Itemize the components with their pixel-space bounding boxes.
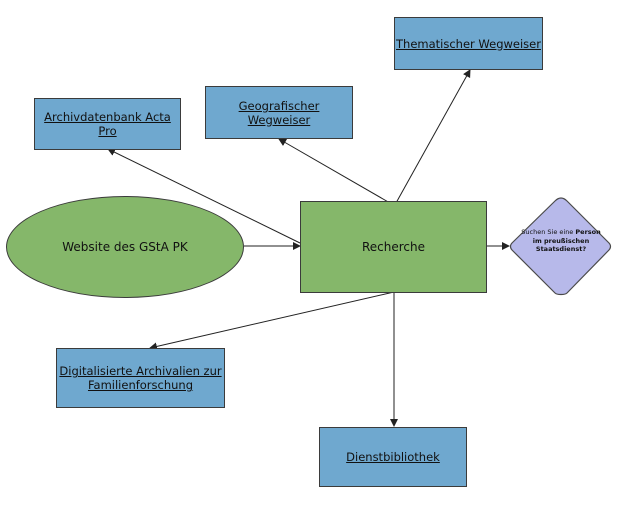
digital-line-2: Familienforschung — [87, 378, 194, 392]
edge-recherche-to-thematic — [395, 69, 471, 204]
edge-recherche-to-geo — [278, 138, 391, 204]
recherche-label: Recherche — [361, 240, 426, 254]
question-part-1: Suchen Sie eine — [521, 228, 576, 236]
digital-link[interactable]: Digitalisierte Archivalien zur Familienf… — [59, 364, 221, 392]
question-text: Suchen Sie eine Person im preußischen St… — [514, 228, 608, 254]
geo-box: Geografischer Wegweiser — [205, 86, 353, 139]
edge-recherche-to-digital — [149, 291, 395, 351]
acta-pro-box: Archivdatenbank Acta Pro — [34, 98, 181, 150]
question-part-2: Person — [575, 228, 601, 236]
geo-link[interactable]: Geografischer Wegweiser — [238, 98, 320, 127]
digital-line-1: Digitalisierte Archivalien zur — [59, 364, 222, 378]
library-link[interactable]: Dienstbibliothek — [346, 450, 440, 464]
library-box: Dienstbibliothek — [319, 427, 467, 487]
digital-box: Digitalisierte Archivalien zur Familienf… — [56, 348, 225, 408]
thematic-box: Thematischer Wegweiser — [394, 17, 543, 70]
website-label: Website des GStA PK — [62, 240, 188, 254]
thematic-link[interactable]: Thematischer Wegweiser — [396, 36, 541, 51]
recherche-box: Recherche — [300, 201, 487, 293]
question-part-3: im preußischen — [532, 236, 590, 245]
acta-pro-link[interactable]: Archivdatenbank Acta Pro — [44, 110, 171, 138]
website-ellipse: Website des GStA PK — [6, 196, 244, 298]
question-diamond-shape — [509, 197, 612, 296]
question-part-4: Staatsdienst? — [535, 245, 587, 253]
edge-recherche-to-acta-pro — [107, 148, 301, 244]
